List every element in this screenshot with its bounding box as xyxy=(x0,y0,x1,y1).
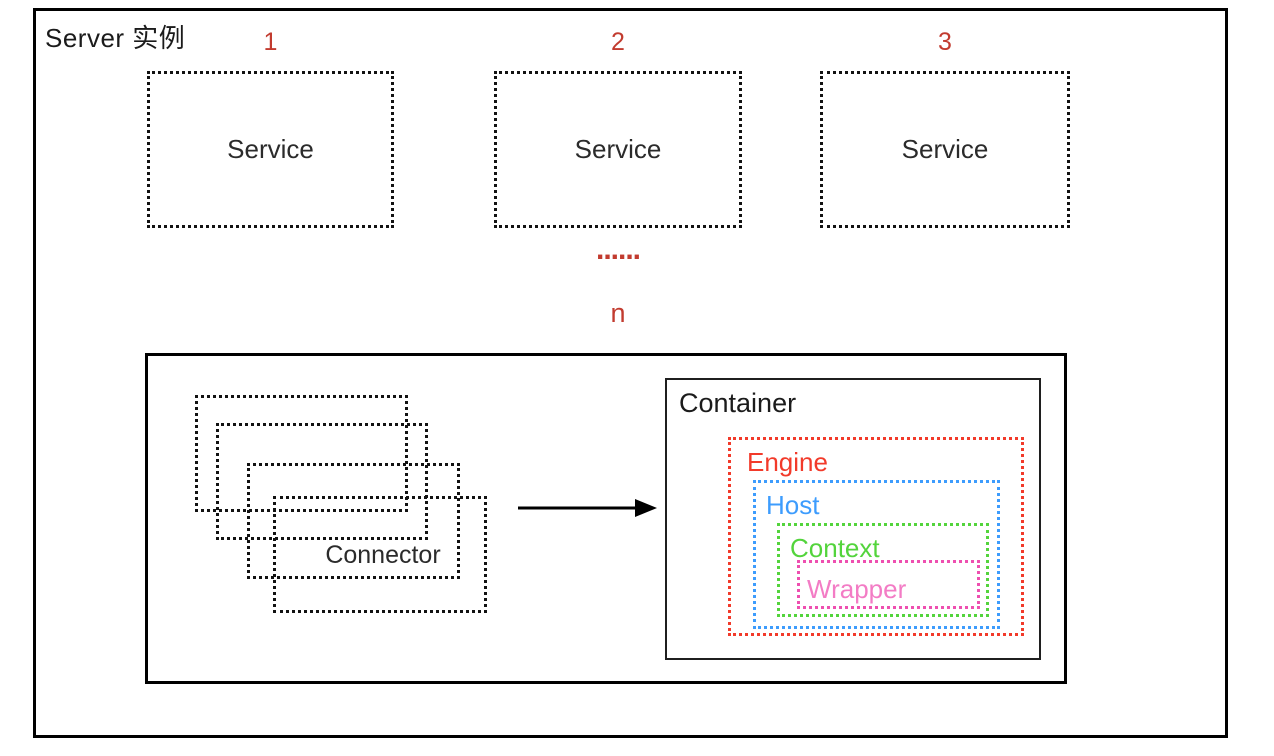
flow-box: Connector Container Engine Host Context … xyxy=(145,353,1067,684)
service-box-1: Service xyxy=(147,71,394,228)
context-label: Context xyxy=(790,533,880,563)
engine-box: Engine Host Context Wrapper xyxy=(728,437,1024,636)
service-n-label: n xyxy=(610,298,626,328)
host-label: Host xyxy=(766,490,820,520)
service-box-2-label: Service xyxy=(574,134,662,164)
container-label: Container xyxy=(679,388,797,418)
container-box: Container Engine Host Context Wrapper xyxy=(665,378,1041,660)
server-instance-title: Server 实例 xyxy=(45,23,186,53)
service-box-2: Service xyxy=(494,71,742,228)
connector-box-back xyxy=(195,395,408,512)
connector-box-mid-2 xyxy=(247,463,460,579)
server-instance-frame xyxy=(33,8,1228,738)
wrapper-box: Wrapper xyxy=(797,560,980,609)
connector-box-front xyxy=(273,496,487,613)
wrapper-label: Wrapper xyxy=(807,574,907,604)
service-box-3: Service xyxy=(820,71,1070,228)
service-3-number: 3 xyxy=(938,28,952,56)
ellipsis-dots: ...... xyxy=(595,233,641,266)
engine-label: Engine xyxy=(747,447,828,477)
connector-box-mid-1 xyxy=(216,423,428,540)
service-2-number: 2 xyxy=(611,28,625,56)
service-box-3-label: Service xyxy=(901,134,989,164)
service-box-1-label: Service xyxy=(227,134,314,164)
connector-label: Connector xyxy=(325,541,441,569)
service-1-number: 1 xyxy=(263,28,278,56)
host-box: Host Context Wrapper xyxy=(753,480,1000,629)
context-box: Context Wrapper xyxy=(777,523,989,617)
right-arrow-icon xyxy=(518,499,657,517)
